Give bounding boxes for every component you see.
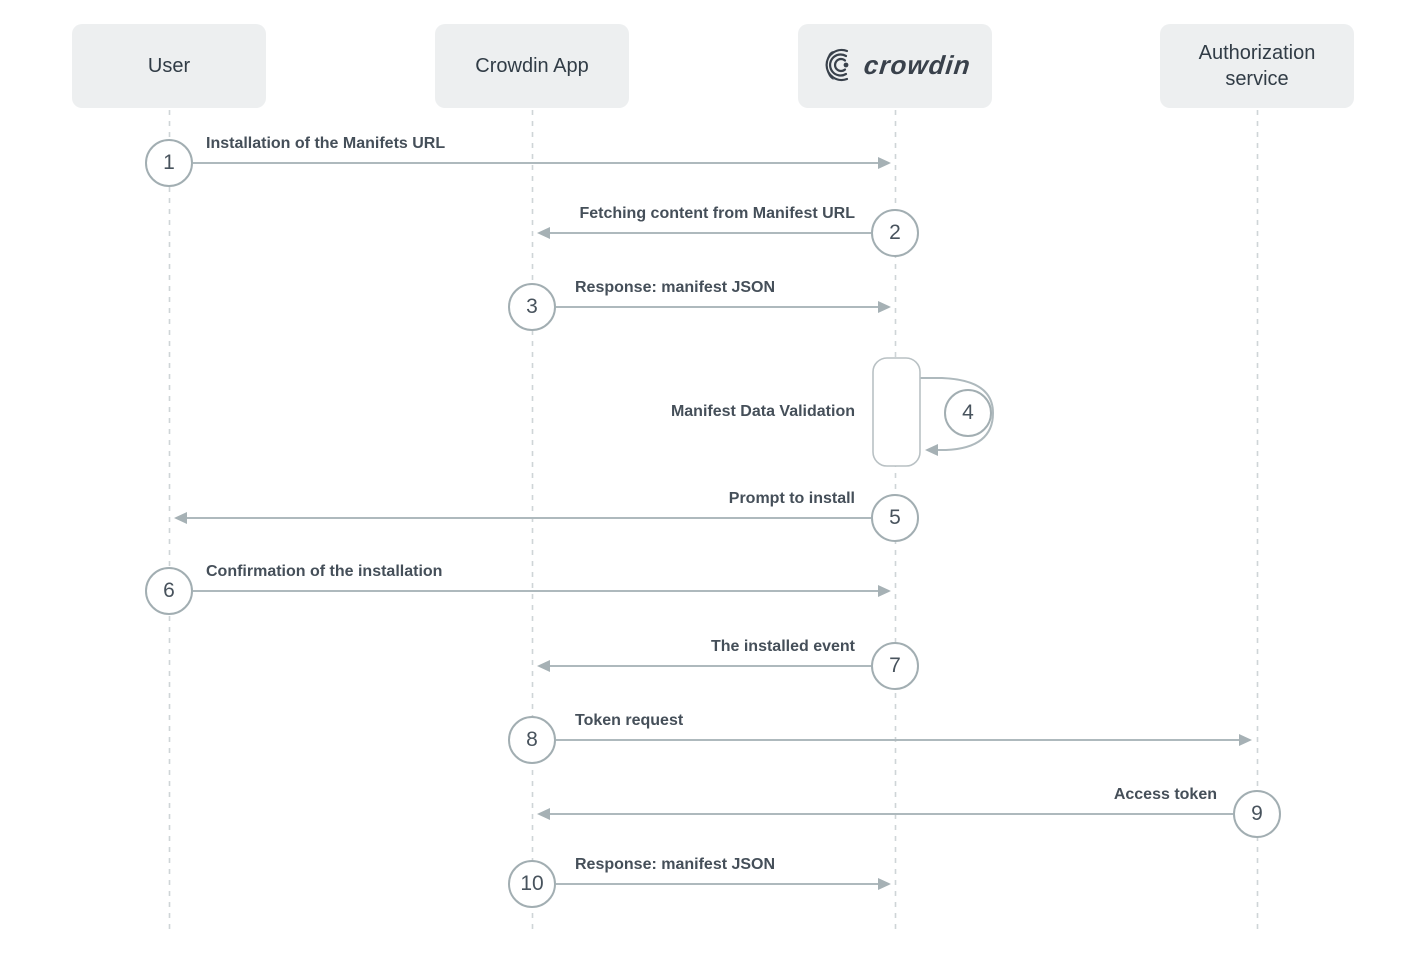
message-label-step-3: Response: manifest JSON	[575, 279, 776, 296]
message-label-step-2: Fetching content from Manifest URL	[579, 205, 855, 222]
self-loop-curve	[920, 377, 995, 451]
message-label-step-9: Access token	[1113, 786, 1217, 803]
step-circle-10: 10	[508, 860, 556, 908]
message-label-step-8: Token request	[575, 712, 684, 729]
activation-box-crowdin	[872, 357, 921, 467]
arrow-head-step-7	[537, 660, 550, 672]
arrow-head-step-1	[878, 157, 891, 169]
crowdin-wordmark: crowdin	[862, 50, 972, 81]
message-label-step-1: Installation of the Manifets URL	[206, 135, 446, 152]
message-label-step-5: Prompt to install	[728, 490, 855, 507]
message-label-step-6: Confirmation of the installation	[206, 563, 443, 580]
arrow-head-step-4	[925, 444, 938, 456]
step-circle-3: 3	[508, 283, 556, 331]
actor-crowdin-app-label: Crowdin App	[475, 55, 589, 77]
message-label-step-10: Response: manifest JSON	[575, 856, 776, 873]
arrow-head-step-5	[174, 512, 187, 524]
step-circle-5: 5	[871, 494, 919, 542]
step-circle-1: 1	[145, 139, 193, 187]
actor-user-label: User	[147, 55, 191, 77]
arrow-head-step-10	[878, 878, 891, 890]
message-label-step-7: The installed event	[710, 638, 855, 655]
step-circle-2: 2	[871, 209, 919, 257]
actor-user: User	[72, 24, 266, 108]
arrow-head-step-2	[537, 227, 550, 239]
crowdin-logo-icon	[820, 48, 860, 84]
actor-crowdin-app: Crowdin App	[435, 24, 629, 108]
step-circle-9: 9	[1233, 790, 1281, 838]
step-circle-7: 7	[871, 642, 919, 690]
arrow-head-step-3	[878, 301, 891, 313]
actor-authorization-service: Authorization service	[1160, 24, 1354, 108]
actor-authorization-service-label: Authorization service	[1198, 42, 1316, 90]
step-circle-4: 4	[944, 389, 992, 437]
arrow-head-step-8	[1239, 734, 1252, 746]
step-circle-8: 8	[508, 716, 556, 764]
message-label-step-4: Manifest Data Validation	[670, 403, 855, 420]
step-circle-6: 6	[145, 567, 193, 615]
arrow-head-step-9	[537, 808, 550, 820]
arrow-head-step-6	[878, 585, 891, 597]
actor-crowdin: crowdin	[798, 24, 992, 108]
